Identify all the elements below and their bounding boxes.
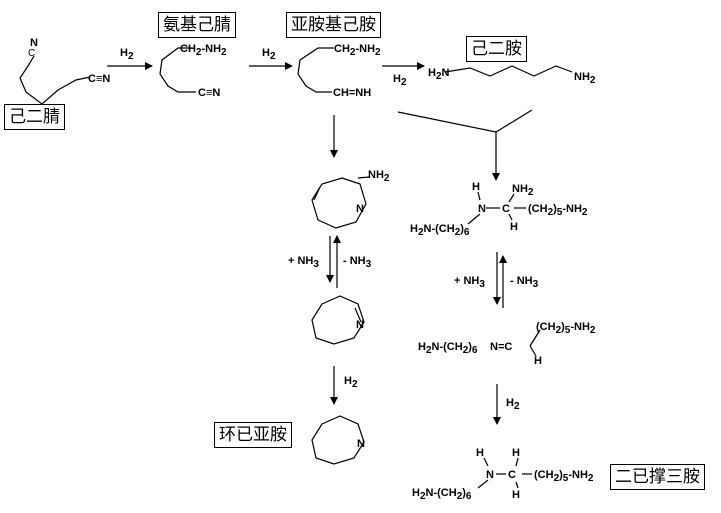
label-hexamethylenediamine: 己二胺 — [466, 36, 527, 62]
chem-nitrile-lower: C≡N — [88, 73, 110, 85]
chem-schiff-imine: N=C — [490, 341, 512, 353]
chem-nitrile-upper-c: C — [28, 48, 35, 59]
arrow-hmda-join — [397, 111, 497, 133]
chem-hmda-right-amine: NH2 — [574, 71, 596, 86]
chem-bhmt-c: C — [508, 469, 516, 481]
label-bhmt: 二已撑三胺 — [610, 464, 705, 490]
chem-azacycloheptene-n: N — [356, 319, 364, 331]
label-iminohexylamine: 亚胺基己胺 — [286, 12, 381, 38]
reagent-minus-nh3-left: - NH3 — [343, 255, 372, 270]
iminohexylamine-bonds — [297, 47, 334, 93]
chem-gem-h-bottom: H — [510, 221, 518, 233]
chem-gem-c: C — [502, 203, 510, 215]
ring-azacycloheptene — [311, 295, 365, 345]
chem-nitrile-upper-n: N — [30, 37, 38, 49]
reagent-h2-3: H2 — [393, 73, 407, 88]
reagent-plus-nh3-right: + NH3 — [454, 275, 485, 290]
reagent-h2-2: H2 — [262, 47, 276, 62]
chem-hmda-left-amine: H2N — [428, 67, 450, 82]
chem-bhmt-n: N — [486, 469, 494, 481]
chem-schiff-left-chain: H2N-(CH2)6 — [418, 341, 478, 356]
chem-azepine-amine: NH2 — [368, 169, 390, 184]
chem-gem-right-chain: (CH2)5-NH2 — [528, 203, 588, 218]
label-hexamethyleneimine: 环已亚胺 — [214, 422, 292, 448]
chem-bhmt-h-bottom: H — [512, 489, 520, 501]
chem-hmi-n: N — [357, 438, 365, 450]
chem-bhmt-h-top-left: H — [476, 447, 484, 459]
arrow-hmda-branch — [495, 109, 533, 133]
reagent-plus-nh3-left: + NH3 — [288, 255, 319, 270]
reagent-h2-1: H2 — [120, 47, 134, 62]
chem-schiff-right-chain: (CH2)5-NH2 — [536, 321, 596, 336]
chem-gem-nh2-top: NH2 — [512, 183, 534, 198]
chem-bhmt-right-chain: (CH2)5-NH2 — [534, 469, 594, 484]
chem-azepine-n: N — [356, 203, 364, 215]
chem-bhmt-left-chain: H2N-(CH2)6 — [412, 487, 472, 502]
reagent-h2-5: H2 — [506, 397, 520, 412]
chem-gem-h-top: H — [472, 181, 480, 193]
adiponitrile-bonds — [19, 55, 91, 105]
chem-bhmt-h-top-right: H — [512, 447, 520, 459]
chem-gem-n: N — [478, 203, 486, 215]
chem-acn-amine: CH2-NH2 — [180, 43, 227, 58]
reagent-minus-nh3-right: - NH3 — [510, 275, 539, 290]
chem-imine-group: CH=NH — [333, 87, 371, 99]
chem-schiff-h: H — [534, 355, 542, 367]
reagent-h2-4: H2 — [344, 375, 358, 390]
chem-acn-nitrile: C≡N — [198, 87, 220, 99]
label-aminocapronitrile: 氨基己腈 — [158, 12, 236, 38]
ring-hexamethyleneimine — [311, 415, 365, 465]
chem-imine-amine: CH2-NH2 — [334, 43, 381, 58]
label-adiponitrile: 己二腈 — [4, 104, 65, 130]
chem-gem-left-chain: H2N-(CH2)6 — [410, 223, 470, 238]
aminocapronitrile-bonds — [159, 47, 196, 93]
hexamethylenediamine-bonds — [444, 65, 573, 77]
